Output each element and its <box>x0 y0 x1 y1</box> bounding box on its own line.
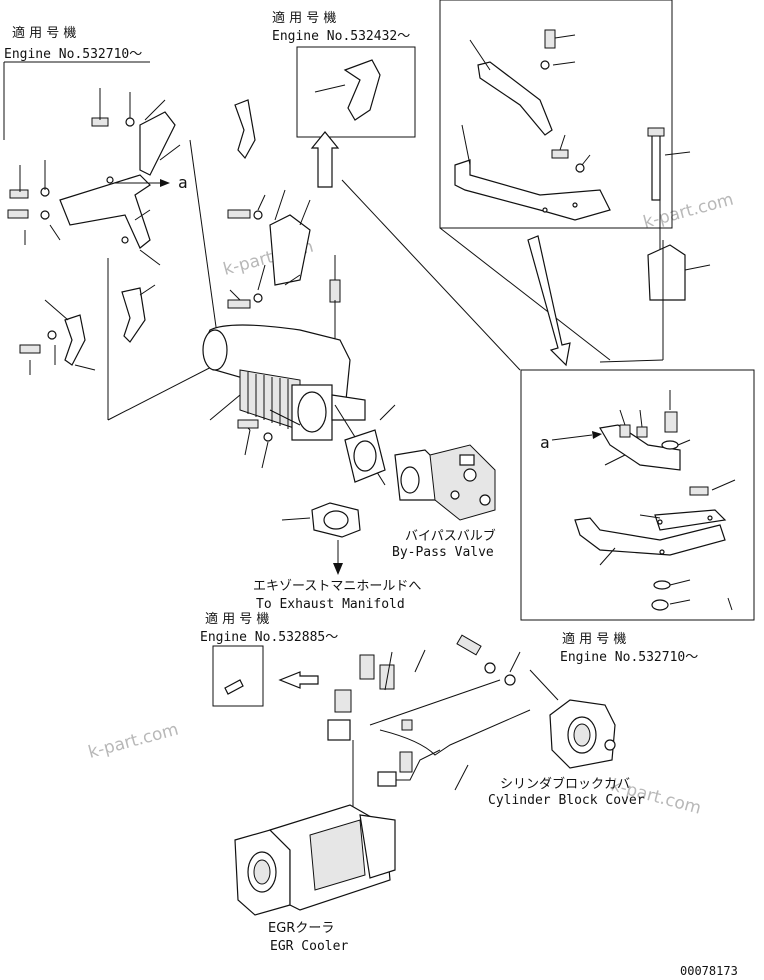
egr-cooler-en-label: EGR Cooler <box>270 939 348 954</box>
egr-pipes <box>327 634 531 787</box>
watermark: k-part.com <box>86 720 181 763</box>
bellows-pipe <box>202 324 366 441</box>
bypass-valve-en-label: By-Pass Valve <box>392 545 494 560</box>
egr-cooler-jp-label: EGRクーラ <box>268 921 334 936</box>
exhaust-manifold-jp-label: エキゾーストマニホールドへ <box>253 579 421 594</box>
inset-box-right <box>520 369 755 621</box>
inset-box-top <box>296 46 416 138</box>
gasket <box>344 429 386 483</box>
engine-number-label: Engine No.532432～ <box>272 29 410 44</box>
reference-a-label: a <box>540 433 550 452</box>
applicable-label: 適 用 号 機 <box>562 631 626 647</box>
right-brackets <box>574 411 727 611</box>
inset-box-lower <box>212 645 264 707</box>
applicable-label: 適 用 号 機 <box>272 10 336 26</box>
inset-box-top-right <box>439 0 673 229</box>
engine-number-label: Engine No.532710～ <box>4 47 142 62</box>
bypass-valve <box>394 444 496 521</box>
bypass-valve-jp-label: バイパスバルブ <box>405 528 496 544</box>
left-bracket-assembly <box>7 99 256 249</box>
drawing-number: 00078173 <box>680 964 738 978</box>
cylinder-block-cover-en-label: Cylinder Block Cover <box>488 793 645 808</box>
applicable-label: 適 用 号 機 <box>205 611 269 627</box>
left-arrow <box>278 671 319 689</box>
center-clamp <box>227 209 341 309</box>
cylinder-block-cover-jp-label: シリンダブロックカバ <box>500 776 630 792</box>
engine-number-label: Engine No.532710～ <box>560 650 698 665</box>
applicable-label: 適 用 号 機 <box>12 25 76 41</box>
exhaust-manifold-en-label: To Exhaust Manifold <box>256 597 405 612</box>
lower-left-clamp <box>19 287 146 366</box>
reference-a-label: a <box>178 173 188 192</box>
top-right-brackets <box>454 29 611 221</box>
bracket-plate <box>647 244 686 301</box>
engine-number-label: Engine No.532885～ <box>200 630 338 645</box>
long-bolt <box>651 129 661 201</box>
egr-cooler <box>234 804 396 916</box>
cylinder-block-cover <box>549 699 616 769</box>
exhaust-gasket <box>311 502 361 538</box>
